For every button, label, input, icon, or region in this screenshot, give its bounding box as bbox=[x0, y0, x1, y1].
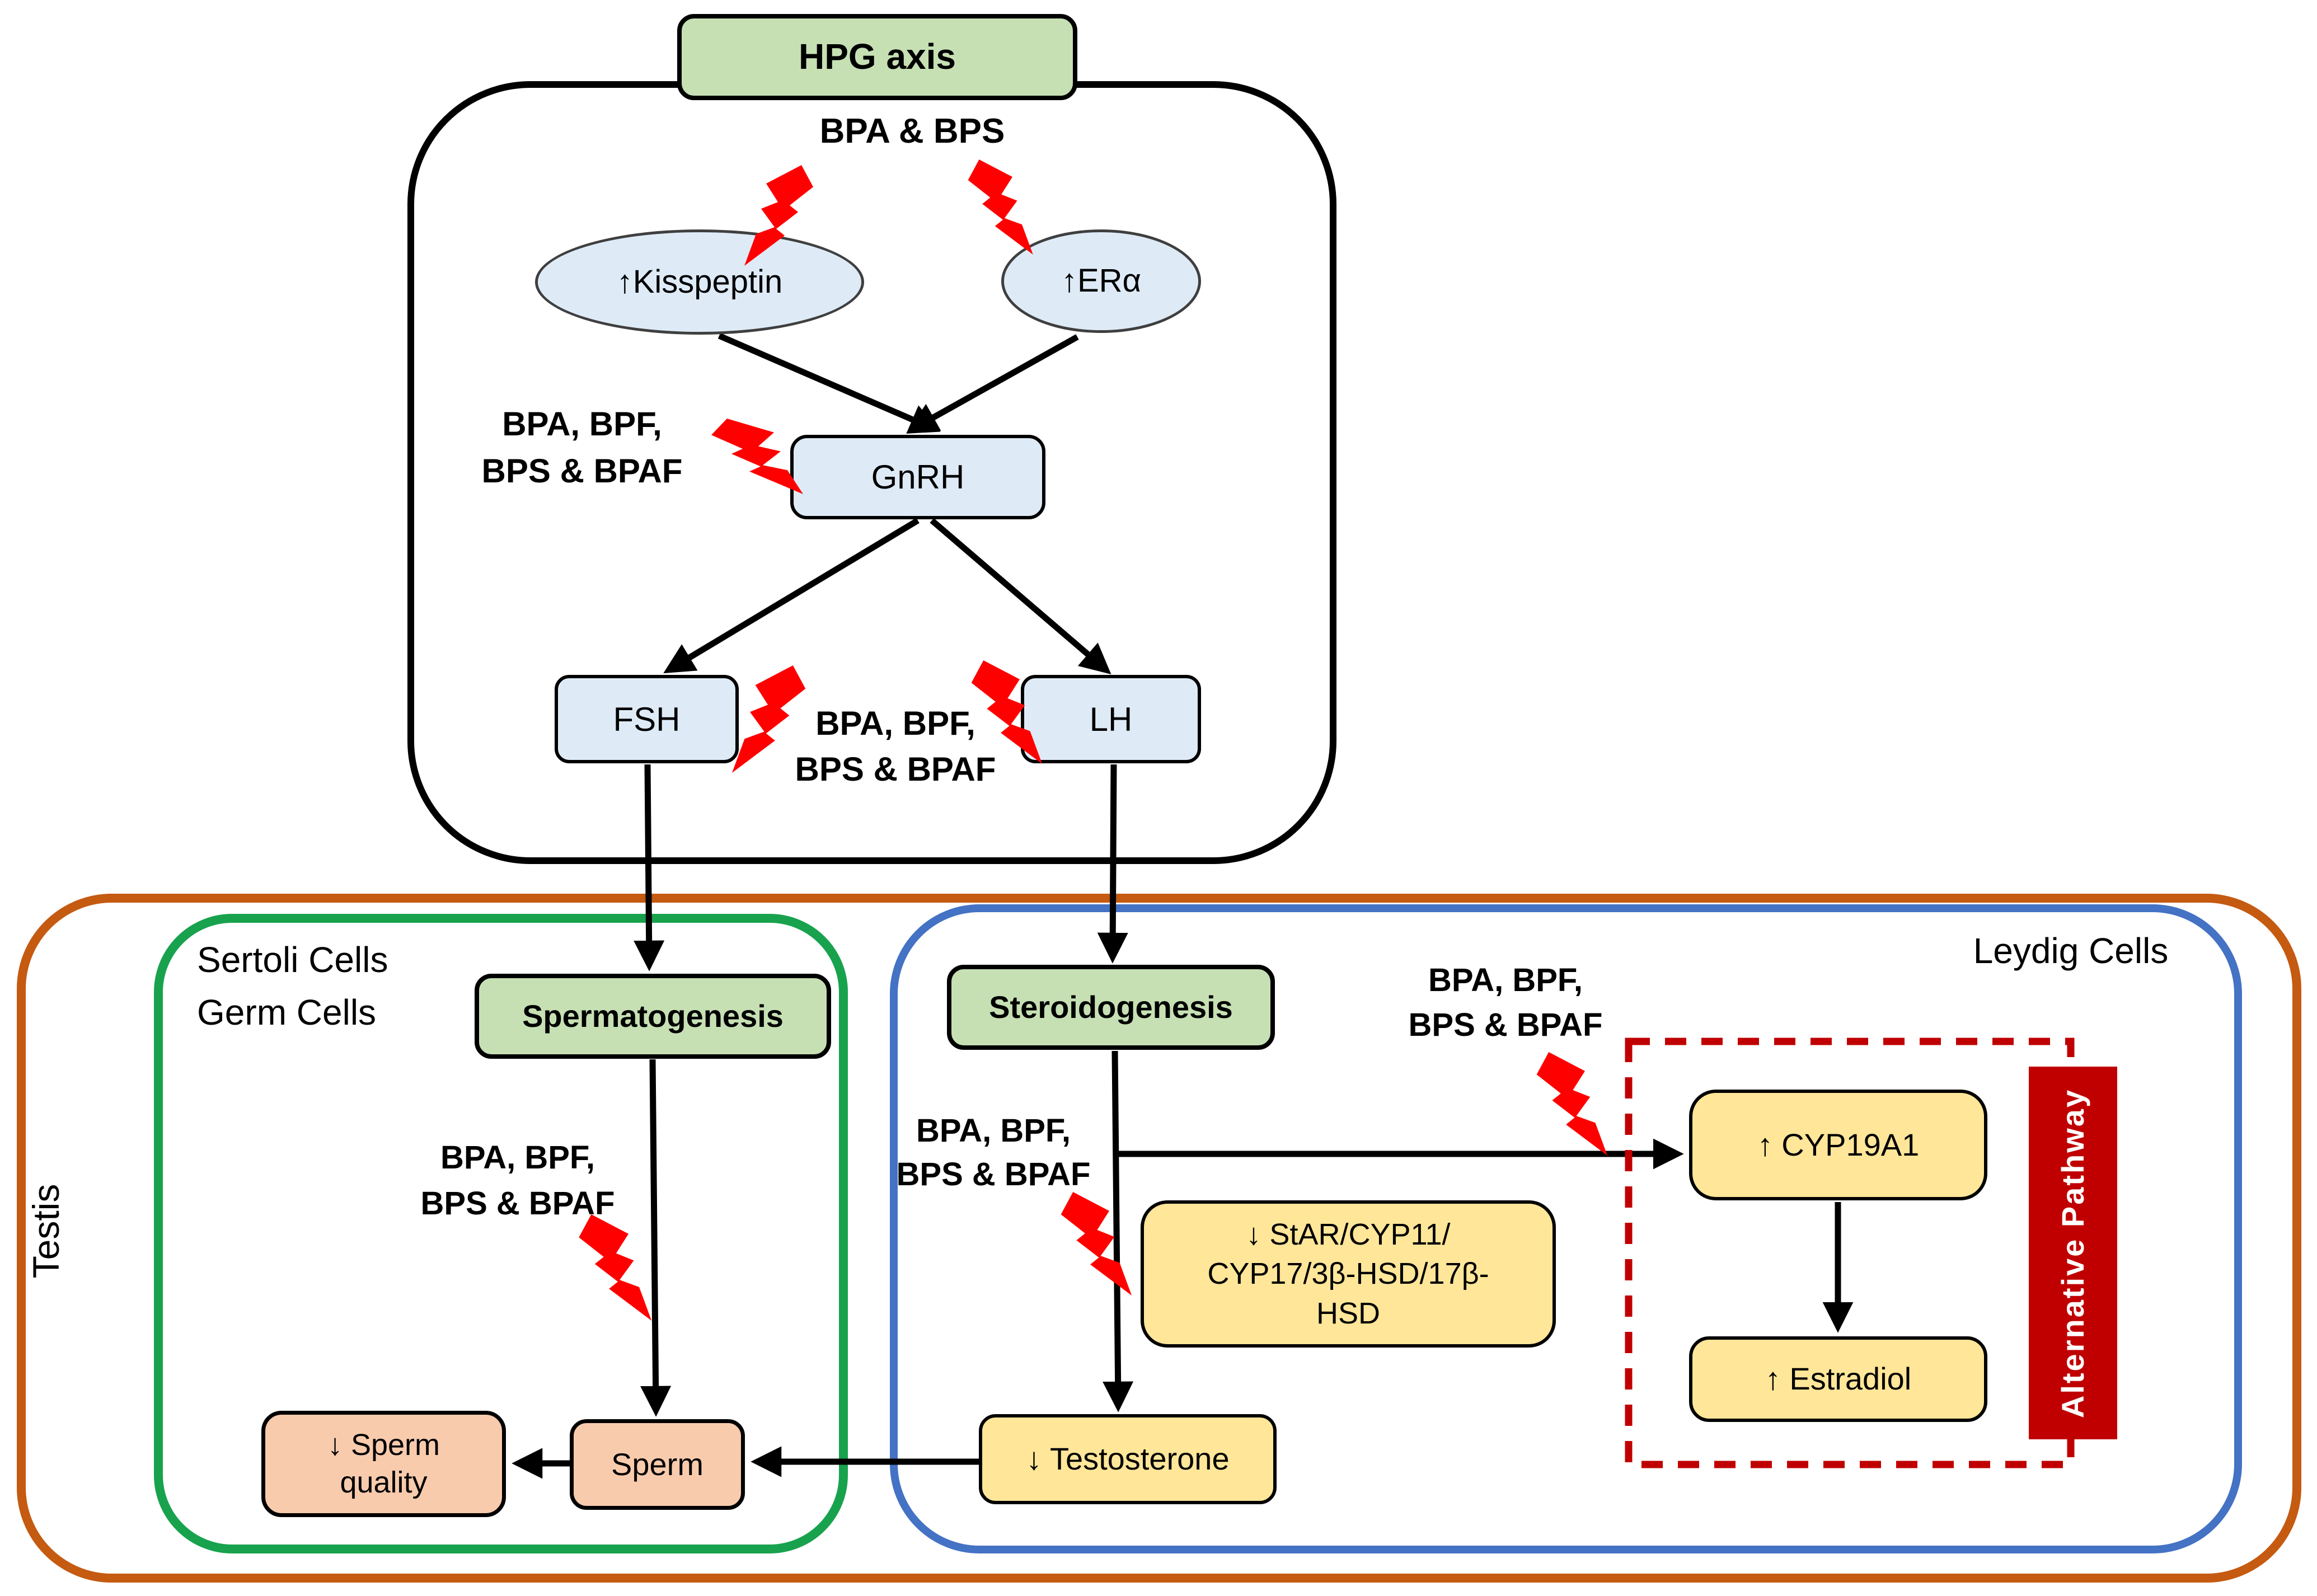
node-testosterone: ↓ Testosterone bbox=[979, 1414, 1277, 1504]
leydig-region-outline bbox=[890, 904, 2242, 1553]
arrow-steroidogenesis-to-testosterone bbox=[1103, 1050, 1134, 1412]
label-stressor-fsh-lh: BPA, BPF, BPS & BPAF bbox=[767, 701, 1024, 792]
node-fsh: FSH bbox=[555, 675, 739, 763]
alternative-pathway-label: Alternative Pathway bbox=[2055, 1088, 2091, 1418]
sertoli-germ-region-outline bbox=[154, 914, 848, 1553]
stressor-cyp-line1: BPA, BPF, bbox=[1428, 962, 1583, 998]
node-spermatogenesis: Spermatogenesis bbox=[475, 974, 831, 1059]
stressor-gnrh-line1: BPA, BPF, bbox=[502, 405, 662, 443]
germ-cells-label: Germ Cells bbox=[197, 992, 377, 1032]
stressor-gnrh-line2: BPS & BPAF bbox=[481, 452, 683, 490]
stressor-steroid-line1: BPA, BPF, bbox=[916, 1112, 1071, 1149]
label-leydig-cells: Leydig Cells bbox=[1973, 931, 2169, 971]
lightning-icon bbox=[579, 1214, 652, 1321]
label-sertoli-germ-cells: Sertoli Cells Germ Cells bbox=[197, 933, 460, 1039]
stressor-sperm-line2: BPS & BPAF bbox=[420, 1185, 615, 1222]
lightning-icon bbox=[968, 159, 1033, 255]
arrow-gnrh-to-lh bbox=[930, 518, 1111, 674]
stressor-fshlh-line1: BPA, BPF, bbox=[815, 705, 975, 742]
lightning-icon bbox=[1061, 1192, 1132, 1295]
label-bpa-bps: BPA & BPS bbox=[819, 112, 1005, 151]
node-cyp19a1: ↑ CYP19A1 bbox=[1689, 1090, 1987, 1200]
stressor-cyp-line2: BPS & BPAF bbox=[1408, 1007, 1603, 1043]
node-kisspeptin: ↑Kisspeptin bbox=[535, 229, 864, 335]
node-sperm: Sperm bbox=[570, 1419, 745, 1510]
arrow-fsh-to-spermatogenesis bbox=[634, 764, 665, 971]
arrow-lh-to-steroidogenesis bbox=[1097, 764, 1128, 964]
node-star-complex: ↓ StAR/CYP11/ CYP17/3β-HSD/17β- HSD bbox=[1141, 1200, 1556, 1348]
arrow-kisspeptin-to-gnrh bbox=[717, 332, 941, 434]
label-stressor-sperm-path: BPA, BPF, BPS & BPAF bbox=[386, 1135, 649, 1227]
lightning-icon bbox=[732, 665, 806, 773]
lightning-icon bbox=[711, 419, 803, 494]
lightning-icon bbox=[1536, 1052, 1608, 1156]
label-stressor-cyp-path: BPA, BPF, BPS & BPAF bbox=[1371, 958, 1640, 1048]
arrow-gnrh-to-fsh bbox=[663, 518, 920, 674]
stressor-fshlh-line2: BPS & BPAF bbox=[795, 750, 996, 788]
label-stressor-steroid-path: BPA, BPF, BPS & BPAF bbox=[865, 1109, 1122, 1196]
alternative-pathway-bar: Alternative Pathway bbox=[2029, 1067, 2117, 1439]
sertoli-cells-label: Sertoli Cells bbox=[197, 940, 388, 980]
arrow-eralpha-to-gnrh bbox=[907, 334, 1079, 433]
node-hpg-axis: HPG axis bbox=[677, 14, 1077, 100]
lightning-icon bbox=[971, 660, 1043, 764]
stressor-sperm-line1: BPA, BPF, bbox=[440, 1139, 595, 1176]
star-line-3: HSD bbox=[1316, 1296, 1380, 1330]
stressor-steroid-line2: BPS & BPAF bbox=[896, 1156, 1091, 1193]
node-estradiol: ↑ Estradiol bbox=[1689, 1336, 1987, 1422]
node-steroidogenesis: Steroidogenesis bbox=[947, 965, 1275, 1050]
node-gnrh: GnRH bbox=[790, 435, 1045, 519]
lightning-icon bbox=[744, 165, 813, 266]
star-line-1: ↓ StAR/CYP11/ bbox=[1246, 1218, 1451, 1252]
alternative-pathway-dashed-outline bbox=[1625, 1038, 2075, 1468]
testis-region-outline bbox=[17, 894, 2301, 1583]
star-line-2: CYP17/3β-HSD/17β- bbox=[1207, 1257, 1489, 1291]
node-er-alpha: ↑ERα bbox=[1001, 229, 1201, 333]
node-sperm-quality: ↓ Sperm quality bbox=[261, 1411, 506, 1517]
label-testis: Testis bbox=[25, 1184, 67, 1279]
node-lh: LH bbox=[1021, 675, 1201, 763]
arrow-spermatogenesis-to-sperm bbox=[640, 1059, 672, 1417]
label-stressor-gnrh: BPA, BPF, BPS & BPAF bbox=[448, 401, 716, 495]
hpg-axis-region-outline bbox=[407, 81, 1336, 864]
